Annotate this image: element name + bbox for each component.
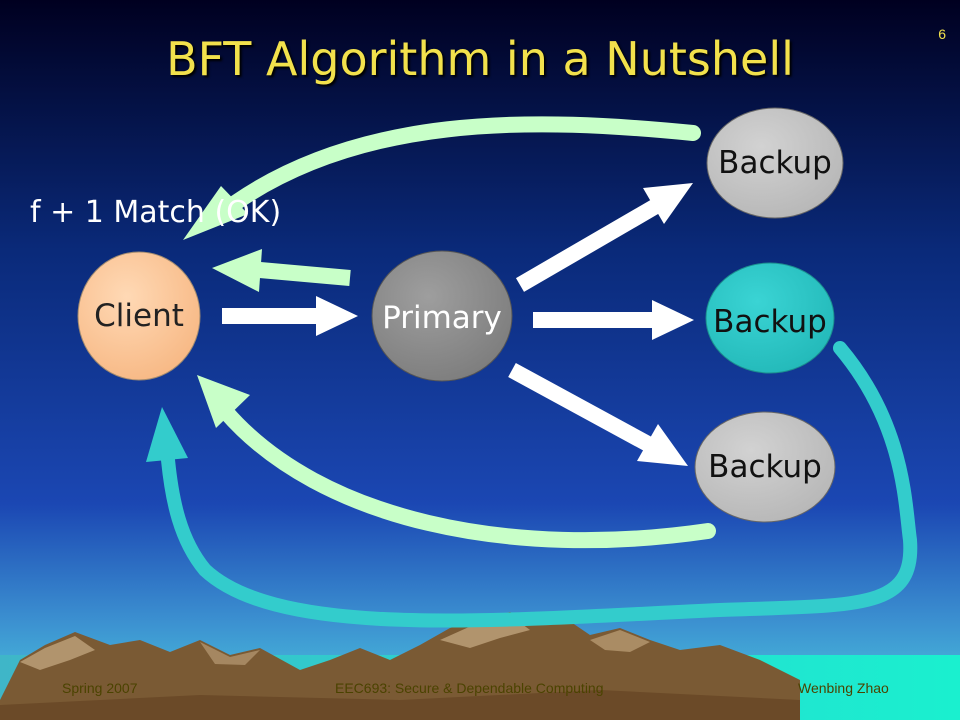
primary-node	[371, 250, 513, 382]
backup-label-top: Backup	[718, 145, 832, 181]
request-arrow-client-primary-head	[316, 296, 358, 336]
reply-arrow-teal	[161, 341, 918, 628]
request-arrow-primary-backup-middle-head	[652, 300, 694, 340]
reply-arrow-bottom-head	[197, 375, 250, 428]
reply-arrow-teal-head	[146, 407, 188, 462]
backup-label-middle: Backup	[713, 304, 827, 340]
client-label: Client	[94, 298, 184, 334]
client-node	[77, 251, 201, 381]
footer-right: Wenbing Zhao	[798, 680, 889, 696]
reply-arrow-top-head	[183, 186, 248, 240]
request-arrow-primary-backup-top	[515, 199, 661, 292]
request-arrows	[222, 183, 694, 466]
request-arrow-primary-backup-top-head	[643, 183, 693, 224]
primary-label: Primary	[382, 300, 502, 336]
backup-label-bottom: Backup	[708, 449, 822, 485]
reply-arrow-primary	[259, 262, 351, 286]
footer-center: EEC693: Secure & Dependable Computing	[335, 680, 604, 696]
request-arrow-primary-backup-bottom	[508, 362, 652, 452]
slide-number: 6	[938, 26, 946, 42]
mountains	[0, 612, 800, 720]
match-note: f + 1 Match (OK)	[30, 195, 282, 230]
request-arrow-primary-backup-bottom-head	[637, 424, 688, 466]
reply-arrows	[146, 116, 918, 628]
reply-arrow-bottom	[218, 404, 716, 549]
backup-node-middle	[705, 262, 835, 374]
reply-arrow-primary-head	[212, 249, 262, 292]
slide-title: BFT Algorithm in a Nutshell	[166, 32, 794, 86]
backup-node-top	[706, 107, 844, 219]
backup-node-bottom	[694, 411, 836, 523]
footer-left: Spring 2007	[62, 680, 138, 696]
reply-arrow-top	[207, 116, 701, 226]
